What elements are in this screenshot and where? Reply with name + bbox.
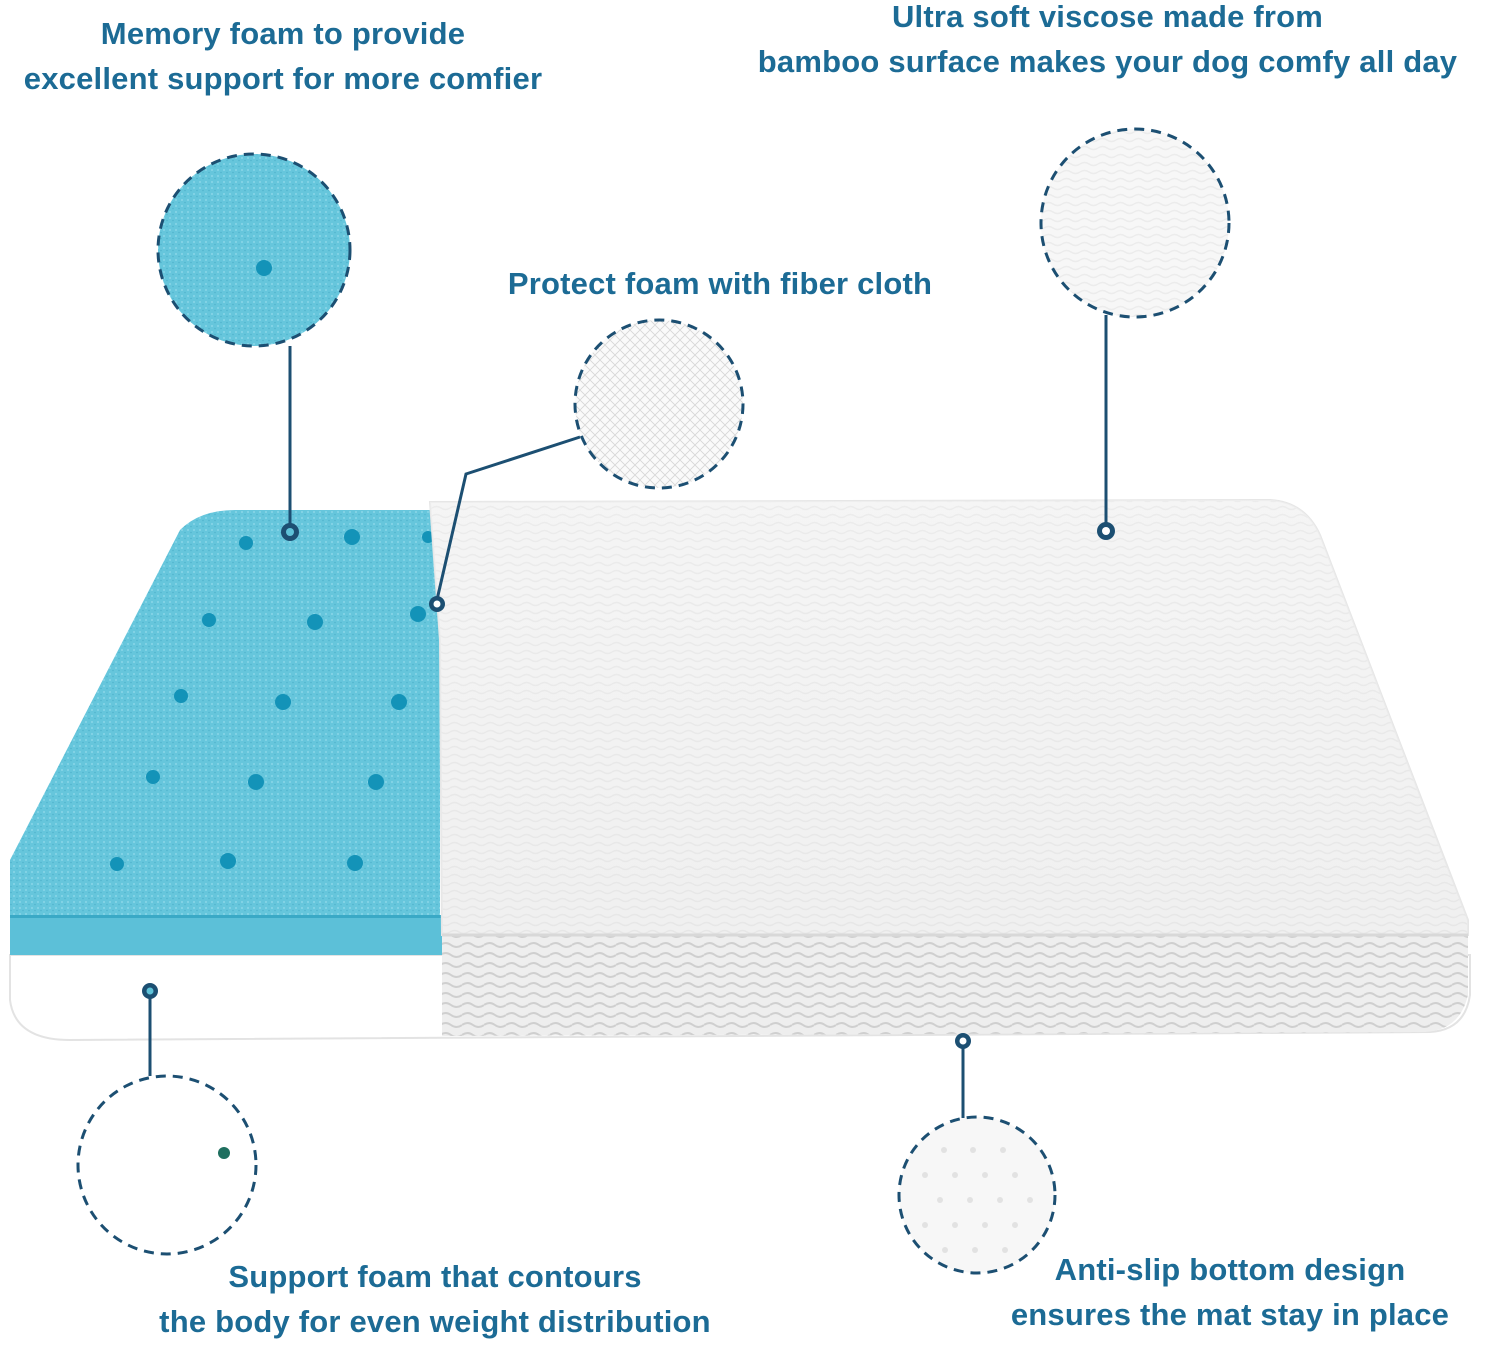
mattress — [9, 498, 1471, 1042]
memory-foam-layer — [10, 510, 440, 955]
caption-line: Ultra soft viscose made from — [891, 0, 1324, 34]
anti-slip-dots-swatch-icon — [897, 1115, 1057, 1275]
caption-line: Support foam that contours — [228, 1259, 642, 1294]
callout-support-foam — [76, 983, 258, 1256]
caption-line: ensures the mat stay in place — [1010, 1296, 1450, 1332]
anti-slip-caption: Anti-slip bottom design ensures the mat … — [975, 1248, 1485, 1338]
caption-line: Anti-slip bottom design — [1054, 1252, 1406, 1287]
cover-side-band — [442, 930, 1468, 1036]
support-foam-caption: Support foam that contours the body for … — [110, 1255, 760, 1345]
support-foam-swatch-icon — [76, 1074, 258, 1256]
foam-perforations — [110, 529, 434, 871]
caption-line: Memory foam to provide — [100, 16, 466, 51]
caption-line: bamboo surface makes your dog comfy all … — [757, 43, 1458, 79]
callout-viscose — [1039, 127, 1231, 540]
memory-foam-swatch-icon — [156, 152, 352, 348]
caption-line: excellent support for more comfier — [23, 60, 543, 96]
callout-fiber-cloth — [429, 318, 745, 612]
fiber-cloth-swatch-icon — [573, 318, 745, 490]
callout-anti-slip — [897, 1033, 1057, 1275]
callout-memory-foam — [156, 152, 352, 541]
memory-foam-caption: Memory foam to provide excellent support… — [0, 12, 566, 102]
memory-foam-side — [10, 915, 442, 955]
caption-line: the body for even weight distribution — [159, 1303, 711, 1339]
caption-line: Protect foam with fiber cloth — [507, 266, 933, 301]
viscose-caption: Ultra soft viscose made from bamboo surf… — [715, 0, 1500, 85]
bamboo-viscose-swatch-icon — [1039, 127, 1231, 319]
fiber-cloth-caption: Protect foam with fiber cloth — [470, 262, 970, 307]
